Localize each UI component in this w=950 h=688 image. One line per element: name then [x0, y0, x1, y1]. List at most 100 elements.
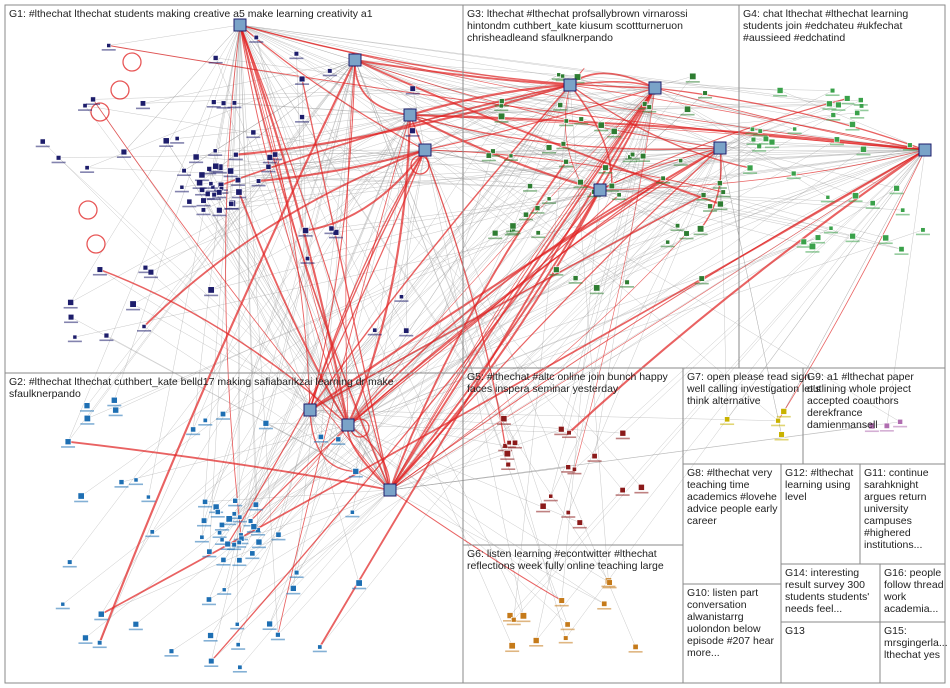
group-label-g1: G1: #lthechat lthechat students making c… — [9, 8, 373, 20]
graph-node — [317, 644, 323, 650]
edge-red — [309, 84, 571, 411]
edge-gray — [563, 87, 656, 145]
graph-node — [262, 420, 270, 427]
node-label-mark — [61, 446, 76, 448]
edge-red — [309, 149, 426, 411]
graph-node — [565, 510, 571, 516]
graph-node — [216, 189, 223, 196]
edge-red — [389, 149, 926, 491]
graph-node — [534, 205, 541, 211]
graph-node — [255, 178, 262, 184]
node-label-mark — [94, 618, 109, 621]
edge-gray — [389, 198, 550, 491]
node-label-mark — [822, 108, 837, 110]
graph-node — [558, 597, 565, 604]
node-label-mark — [602, 586, 617, 589]
graph-node — [768, 138, 776, 146]
node-label-mark — [204, 665, 219, 667]
node-label-mark — [607, 135, 622, 138]
node-label-mark — [568, 282, 583, 284]
graph-node — [190, 426, 197, 433]
edge-red — [238, 24, 350, 426]
edge-red — [210, 189, 601, 662]
node-label-mark — [289, 576, 304, 579]
node-label-mark — [216, 418, 231, 420]
node-label-mark — [915, 233, 930, 236]
node-label-mark — [261, 170, 276, 173]
edge-gray — [239, 87, 656, 561]
edge-gray — [265, 423, 391, 491]
node-label-mark — [313, 441, 328, 443]
node-label-mark — [216, 107, 231, 109]
edge-gray — [535, 149, 926, 641]
group-label-g3: G3: lthechat #lthechat profsallybrown vi… — [467, 8, 691, 44]
edge-gray — [309, 409, 605, 605]
edge-gray — [488, 84, 571, 156]
graph-node — [220, 100, 227, 106]
node-label-mark — [128, 628, 143, 631]
node-label-mark — [286, 592, 301, 595]
graph-node — [162, 137, 170, 145]
node-label-mark — [570, 81, 585, 84]
edge-gray — [239, 24, 862, 107]
edge-gray — [70, 114, 411, 303]
graph-node — [508, 153, 514, 159]
hub-node — [563, 78, 577, 92]
group-label-g8: G8: #lthechat very teaching time academi… — [687, 467, 780, 527]
node-label-mark — [80, 171, 95, 173]
node-label-mark — [74, 500, 89, 503]
node-label-mark — [746, 143, 761, 146]
edge-gray — [347, 228, 701, 426]
node-label-mark — [572, 526, 587, 529]
edge-red — [347, 114, 412, 426]
edge-gray — [67, 24, 241, 442]
hub-node — [418, 143, 432, 157]
graph-node — [606, 579, 613, 586]
graph-node — [707, 203, 713, 210]
group-labels: G1: #lthechat lthechat students making c… — [9, 8, 948, 661]
node-label-mark — [205, 190, 220, 193]
graph-node — [232, 498, 238, 504]
node-label-mark — [786, 177, 801, 180]
edge-gray — [239, 24, 279, 635]
graph-node — [506, 612, 514, 619]
node-label-mark — [214, 529, 229, 531]
graph-node — [67, 313, 75, 321]
graph-node — [563, 635, 569, 641]
graph-node — [519, 612, 527, 620]
nodes-layer — [35, 18, 932, 673]
graph-node — [293, 51, 300, 57]
node-label-mark — [99, 339, 114, 342]
node-label-mark — [505, 230, 520, 233]
node-label-mark — [840, 102, 855, 105]
edge-gray — [412, 130, 926, 151]
edge-gray — [203, 209, 391, 491]
edge-red — [700, 147, 722, 230]
graph-node — [299, 114, 305, 120]
node-label-mark — [598, 172, 613, 174]
graph-node — [206, 166, 212, 172]
node-label-mark — [720, 423, 735, 426]
node-label-mark — [594, 129, 609, 132]
edge-red — [227, 149, 426, 545]
edge-gray — [771, 141, 926, 151]
node-label-mark — [628, 651, 643, 653]
edge-gray — [389, 139, 754, 491]
node-label-mark — [62, 565, 77, 568]
edge-gray — [201, 24, 241, 538]
node-label-mark — [864, 430, 879, 433]
node-label-mark — [295, 121, 310, 123]
edge-gray — [574, 149, 926, 470]
graph-node — [893, 185, 900, 192]
group-label-g4: G4: chat lthechat #lthechat learning stu… — [743, 8, 911, 44]
node-label-mark — [107, 404, 122, 407]
edge-red — [309, 194, 704, 411]
graph-node — [646, 104, 652, 110]
graph-node — [82, 103, 88, 109]
node-label-mark — [202, 555, 217, 558]
node-label-mark — [230, 184, 245, 186]
graph-node — [199, 534, 205, 540]
edge-red — [250, 147, 721, 522]
edge-gray — [779, 90, 926, 151]
graph-node — [566, 430, 572, 436]
